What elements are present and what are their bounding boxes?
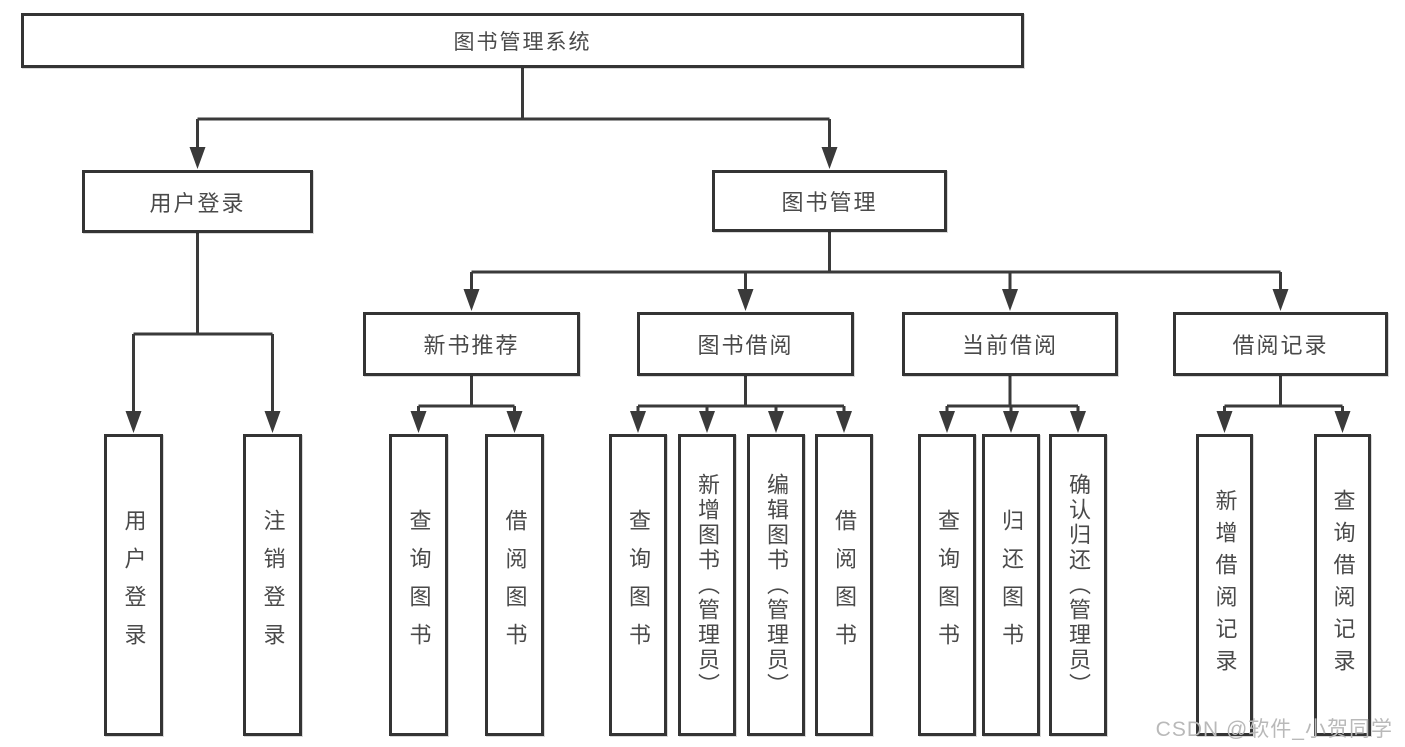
arrowheads (125, 147, 1351, 433)
watermark: CSDN @软件_小贺同学 (1155, 718, 1393, 741)
leaf-user-login: 用户登录 (104, 434, 163, 736)
node-current-borrowing: 当前借阅 (902, 312, 1118, 376)
leaf-rec-query-book: 查询图书 (389, 434, 448, 736)
node-new-book-recommendation: 新书推荐 (363, 312, 580, 376)
leaf-bb-add-book-admin: 新增图书（管理员） (678, 434, 736, 736)
leaf-bb-borrow-book: 借阅图书 (815, 434, 873, 736)
leaf-cb-confirm-return-admin: 确认归还（管理员） (1049, 434, 1107, 736)
leaf-br-query-record: 查询借阅记录 (1314, 434, 1371, 736)
node-user-login: 用户登录 (82, 170, 313, 233)
leaf-cb-query-book: 查询图书 (918, 434, 976, 736)
leaf-logout: 注销登录 (243, 434, 302, 736)
leaf-br-add-record: 新增借阅记录 (1196, 434, 1253, 736)
node-borrowing-records: 借阅记录 (1173, 312, 1388, 376)
node-root: 图书管理系统 (21, 13, 1024, 68)
leaf-rec-borrow-book: 借阅图书 (485, 434, 544, 736)
leaf-cb-return-book: 归还图书 (982, 434, 1040, 736)
node-book-borrowing: 图书借阅 (637, 312, 854, 376)
leaf-bb-edit-book-admin: 编辑图书（管理员） (747, 434, 805, 736)
leaf-bb-query-book: 查询图书 (609, 434, 667, 736)
node-book-management: 图书管理 (712, 170, 947, 232)
